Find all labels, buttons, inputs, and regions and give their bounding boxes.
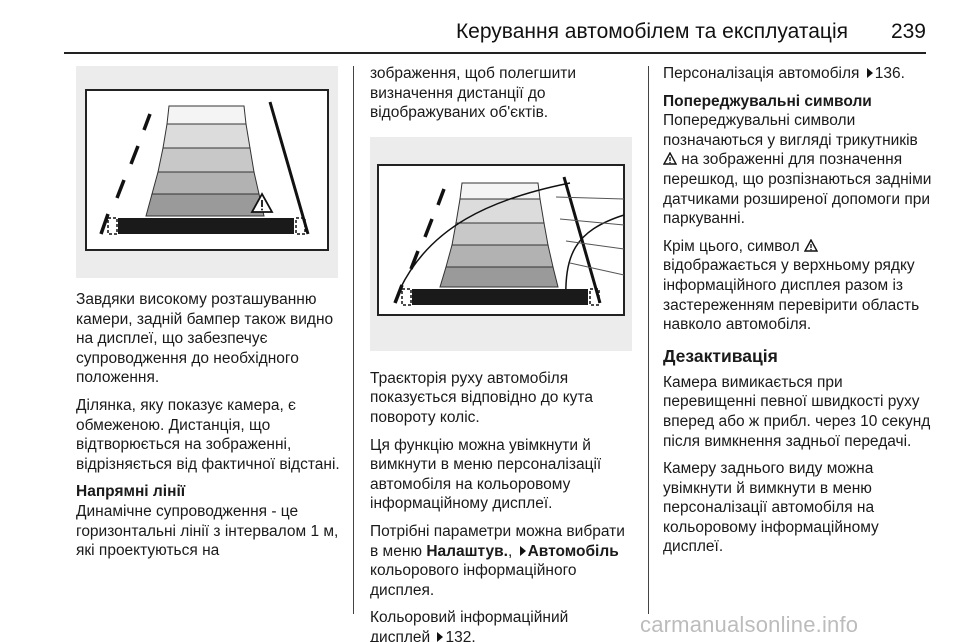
page-title: Керування автомобілем та експлуатація xyxy=(455,20,848,43)
paragraph: Персоналізація автомобіля 136. xyxy=(663,64,933,84)
paragraph: Потрібні параметри можна вибрати в меню … xyxy=(370,522,632,600)
text-run: на зображенні для позначення перешкод, щ… xyxy=(663,151,932,228)
menu-item-vehicle: Автомобіль xyxy=(527,542,619,560)
page-reference: 136. xyxy=(874,65,905,82)
text-run: відображається у верхньому рядку інформа… xyxy=(663,257,920,334)
paragraph: Ця функцію можна увімкнути й вимкнути в … xyxy=(370,436,602,513)
arrow-right-icon xyxy=(437,631,444,642)
paragraph: зображення, щоб полегшити визначення дис… xyxy=(370,65,577,122)
paragraph: Крім цього, символ відображається у верх… xyxy=(663,237,933,335)
paragraph: Ділянка, яку показує камера, є обмеженою… xyxy=(76,396,340,473)
text-run: Персоналізація автомобіля xyxy=(663,65,864,82)
menu-item-settings: Налаштув. xyxy=(426,542,508,560)
column-divider xyxy=(648,66,649,614)
trajectory-illustration xyxy=(377,163,625,316)
column-middle: зображення, щоб полегшити визначення дис… xyxy=(370,64,632,642)
column-left: Завдяки високому розташуванню камери, за… xyxy=(76,290,348,569)
trajectory-figure xyxy=(370,136,632,351)
camera-display-illustration xyxy=(85,89,329,251)
camera-display-figure xyxy=(76,66,338,278)
page-number: 239 xyxy=(890,20,926,43)
column-divider xyxy=(353,66,354,614)
text-run: , xyxy=(507,542,517,560)
page-header: Керування автомобілем та експлуатація 23… xyxy=(0,0,960,56)
text-run: Попереджувальні символи позначаються у в… xyxy=(663,112,918,149)
warning-triangle-icon xyxy=(663,152,677,166)
watermark-text: carmanualsonline.info xyxy=(640,612,859,637)
paragraph: Динамічне супроводження - це горизонталь… xyxy=(76,502,339,560)
text-run: Потрібні параметри можна вибрати в меню xyxy=(370,522,625,560)
section-heading-deactivation: Дезактивація xyxy=(663,345,778,366)
paragraph: Камера вимикається при перевищенні певно… xyxy=(663,373,931,450)
section-heading-warning-symbols: Попереджувальні символи xyxy=(663,92,872,110)
arrow-right-icon xyxy=(866,68,873,78)
warning-triangle-icon xyxy=(250,192,274,213)
paragraph: Попереджувальні символи позначаються у в… xyxy=(663,111,933,229)
warning-triangle-icon xyxy=(803,238,818,252)
header-divider xyxy=(64,52,926,54)
text-run: Крім цього, символ xyxy=(663,237,804,255)
paragraph: Траєкторія руху автомобіля показується в… xyxy=(370,369,593,426)
page-reference: 132. xyxy=(445,628,476,642)
section-heading-guidelines: Напрямні лінії xyxy=(76,483,186,501)
arrow-right-icon xyxy=(519,545,526,556)
column-right: Персоналізація автомобіля 136. Попереджу… xyxy=(663,64,933,565)
paragraph: Камеру заднього виду можна увімкнути й в… xyxy=(663,460,879,556)
text-run: Кольоровий інформаційний дисплей xyxy=(370,609,569,642)
paragraph: Кольоровий інформаційний дисплей 132. xyxy=(370,608,632,642)
text-run: кольорового інформаційного дисплея. xyxy=(370,562,577,599)
paragraph: Завдяки високому розташуванню камери, за… xyxy=(76,291,334,387)
